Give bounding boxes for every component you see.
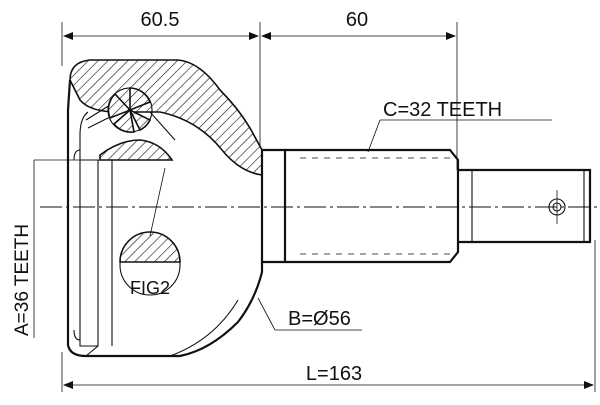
stub-shaft (262, 148, 592, 264)
outer-spline-teeth-label: C=32 TEETH (383, 99, 502, 121)
dimension-label-60-5: 60.5 (141, 9, 180, 31)
dimension-label-60: 60 (346, 9, 368, 31)
abs-ring-leader (257, 297, 362, 331)
top-dimensions (61, 22, 458, 170)
outer-race-body (66, 59, 264, 358)
ball-detail (107, 87, 153, 133)
fig2-detail-circle (119, 167, 181, 296)
overall-length-label: L=163 (306, 363, 362, 385)
outer-spline-leader (367, 119, 552, 153)
overall-dimension (61, 240, 596, 392)
fig2-label: FIG2 (130, 278, 170, 298)
inner-spline-leader (33, 159, 96, 338)
inner-spline-teeth-label: A=36 TEETH (12, 224, 33, 336)
abs-ring-diameter-label: B=Ø56 (288, 308, 351, 330)
